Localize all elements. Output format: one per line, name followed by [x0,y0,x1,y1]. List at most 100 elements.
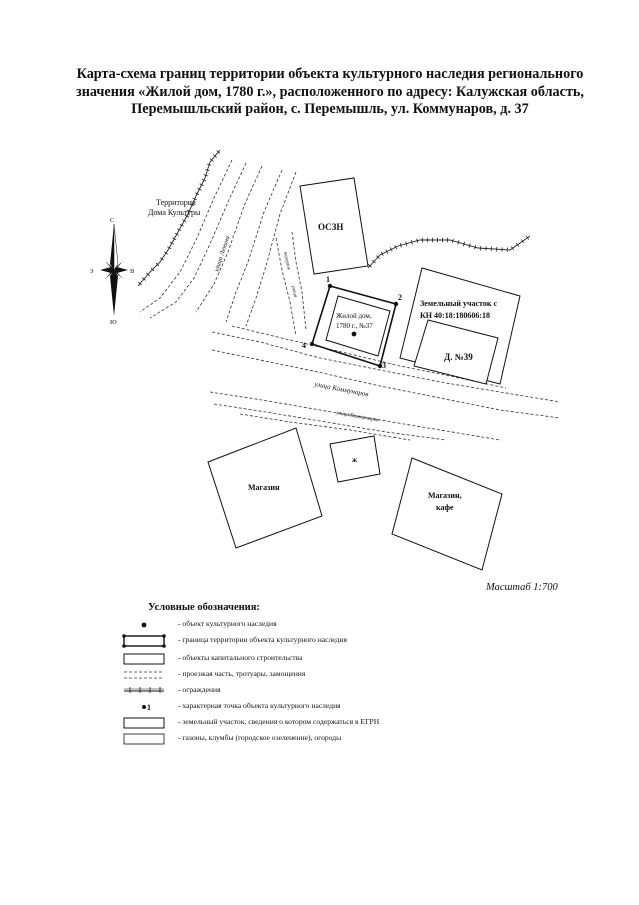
fence-tick [182,219,187,223]
point-2-label: 2 [398,293,402,302]
plot-label-2: КН 40:18:180606:18 [420,311,490,320]
characteristic-point-icon: 1 [142,703,151,712]
fence-tick [189,203,195,207]
fence-tick [142,277,146,281]
land-plot-icon [123,717,165,729]
road-lane-a [291,231,307,331]
territory-label-1: Территория [156,198,196,207]
point-3-label: 3 [382,361,386,370]
building-shop-1 [207,427,323,549]
fence-tick [468,243,471,248]
road-kommunarov-f [239,413,411,441]
fence-tick [179,223,184,227]
compass-rose-icon [100,223,128,316]
fence-tick [201,178,207,182]
fence-tick [520,239,525,244]
fence-tick [463,241,465,247]
fence-tick [155,262,160,267]
fence-tick [159,257,165,261]
fence-tick [376,255,380,259]
point-4-label: 4 [302,341,306,350]
fence-tick [510,246,515,251]
fence-tick [192,197,197,201]
fence-tick [138,281,142,286]
road-lenina-e [245,171,297,327]
house-label-1: Жилой дом, [336,312,372,320]
lawn-icon [123,733,165,745]
fence-tick [184,214,189,218]
fence-tick [163,251,169,255]
legend-row-roadway: - проезжая часть, тротуары, замощения [122,668,542,682]
fence-tick [515,242,520,247]
legend-text-buildings: - объекты капитального строительства [178,653,303,662]
building-shop-2 [391,457,503,571]
road-kommunarov-a [211,331,561,403]
fence-ticks [138,150,530,286]
legend-row-lawn: - газоны, клумбы (городское озеленение),… [122,732,542,746]
fence-tick [525,235,530,240]
fence-tick [209,158,214,162]
fence-icon [124,687,164,693]
fence-tick [372,259,376,264]
road-lane-b [275,237,297,337]
road-lenina-b [149,162,247,319]
street-kommunarov-label-2: улица Коммунаров [335,410,380,424]
street-small-label-1: переулок [282,251,291,271]
roads [139,159,561,441]
legend-point-label: 1 [147,703,151,712]
fence-tick [146,272,150,277]
legend-text-point: - характерная точка объекта культурного … [178,701,341,710]
compass-s: Ю [110,319,117,326]
street-small-label-2: улица [290,284,298,298]
compass-w: З [90,268,93,275]
building-oszn [299,177,369,275]
house-label-2: 1780 г., №37 [336,322,373,330]
fence-tick [177,228,182,232]
fence-tick [394,244,398,250]
street-kommunarov-label: улица Коммунаров [313,380,369,399]
fence-tick [457,240,460,245]
fence-tick [216,150,221,154]
point-4-marker [309,341,315,347]
shop-2-label-1: Магазин, [428,491,462,500]
point-1-marker [327,283,333,289]
legend-row-heritage: - объект культурного наследия [122,618,542,632]
territory-boundary-icon [122,634,166,648]
legend-text-landplot: - земельный участок, сведения о котором … [178,717,380,726]
legend-text-fence: - ограждения [178,685,221,694]
fence-tick [410,240,413,245]
road-kommunarov-d [209,391,501,441]
legend-text-roadway: - проезжая часть, тротуары, замощения [178,669,306,678]
fence-tick [474,244,477,250]
legend-row-buildings: - объекты капитального строительства [122,652,542,666]
point-2-marker [393,301,399,307]
legend-row-fence: - ограждения [122,684,542,698]
shop-2-label-2: кафе [436,503,454,512]
fence-tick [389,247,393,252]
heritage-object-icon [351,331,357,337]
heritage-building [325,295,391,357]
oszn-label: ОСЗН [318,222,343,232]
compass-n: С [110,217,114,224]
shop-1-label: Магазин [248,483,280,492]
building-small [329,435,381,483]
road-lenina-d [225,169,283,323]
plot-label-1: Земельный участок с [420,299,497,308]
road-kommunarov-c [211,349,561,419]
fence-tick [405,241,408,246]
small-building-label: ж [352,456,358,464]
heritage-territory [309,283,399,369]
title-line-1: Карта-схема границ территории объекта ку… [76,66,584,82]
territory-label-2: Дома Культуры [148,208,201,217]
fence-tick [194,192,200,196]
fence-tick [150,267,155,272]
d39-label: Д. №39 [444,352,473,362]
fence-tick [206,163,212,166]
fence-tick [187,209,192,213]
fence-east [367,235,531,269]
compass-e: В [130,268,135,275]
fence-tick [385,249,389,254]
fence-tick [380,251,384,257]
road-kommunarov-e [213,403,447,441]
fence-tick [213,154,217,158]
